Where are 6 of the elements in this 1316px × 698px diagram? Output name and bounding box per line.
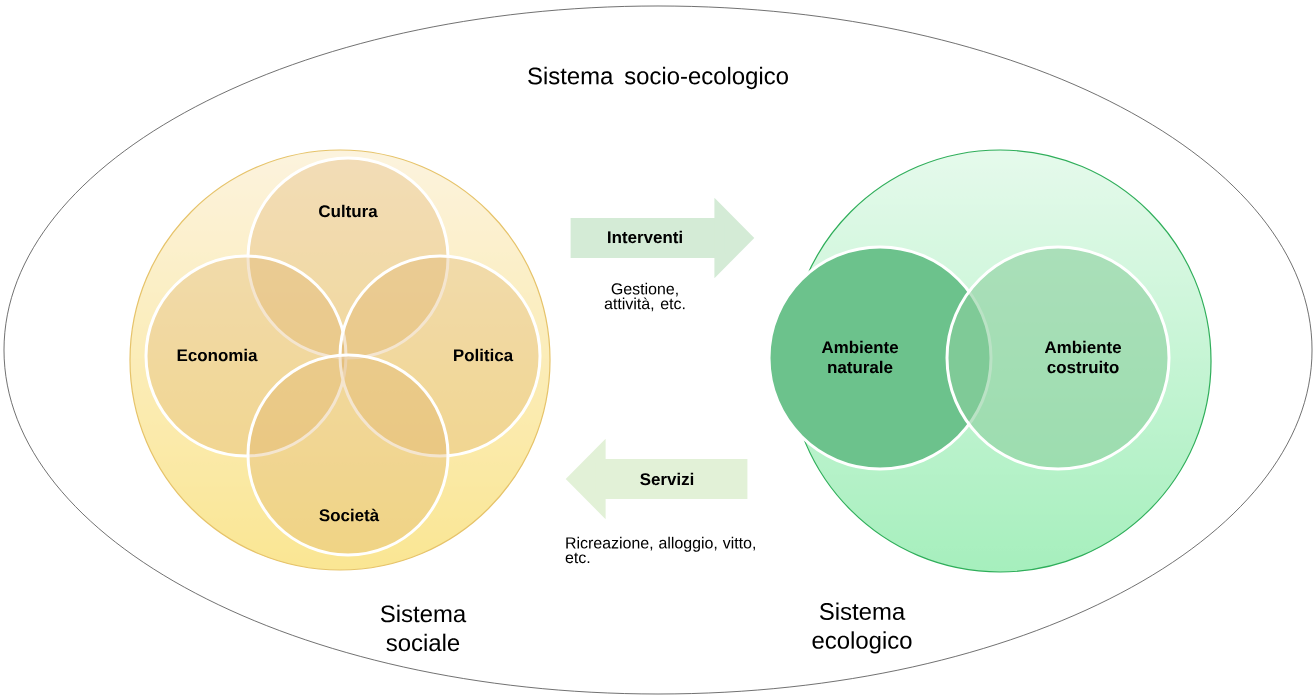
caption-text: Ricreazione, alloggio, vitto, etc.: [565, 536, 755, 564]
node-label: Sistema ecologico: [812, 602, 912, 654]
node-label: Sistema sociale: [380, 604, 467, 652]
edge-label: Interventi: [608, 230, 682, 244]
caption-text: Gestione, attività, etc.: [604, 282, 685, 312]
edge-label: Servizi: [640, 472, 694, 486]
